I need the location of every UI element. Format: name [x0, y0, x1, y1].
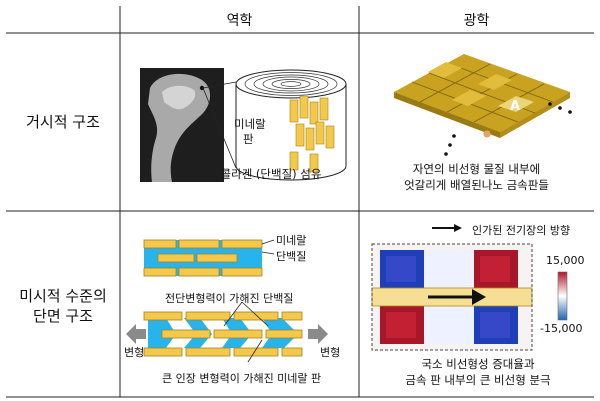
tensile-mineral-label: 큰 인장 변형력이 가해진 미네랄 판	[162, 372, 322, 385]
collagen-fiber-caption: 콜라겐 (단백질) 섬유	[220, 167, 322, 181]
deform-arrow-left	[126, 324, 146, 344]
legend-mineral: 미네랄	[276, 234, 307, 247]
legend-protein: 단백질	[276, 250, 307, 263]
undeformed-structure	[143, 239, 263, 277]
field-enhancement-map	[371, 224, 568, 351]
gold-plates-illustration: A	[394, 54, 570, 138]
column-header-mechanics: 역학	[226, 13, 253, 29]
staggered-structure-diagram	[126, 239, 328, 363]
bone-collagen-illustration	[140, 68, 347, 182]
column-header-optics: 광학	[463, 13, 490, 29]
scale-min-label: -15,000	[540, 322, 583, 335]
scale-max-label: 15,000	[546, 254, 585, 267]
row-label-micro-line1: 미시적 수준의	[19, 287, 107, 305]
gold-plates-caption-line1: 자연의 비선형 물질 내부에	[412, 162, 541, 176]
color-scale-bar	[557, 271, 568, 321]
deformed-structure	[143, 311, 303, 357]
field-map-caption-line1: 국소 비선형성 증대율과	[421, 357, 535, 371]
shear-protein-label: 전단변형력이 가해진 단백질	[165, 292, 294, 305]
field-map-caption-line2: 금속 판 내부의 큰 비선형 분극	[405, 373, 551, 387]
field-map-cells	[380, 250, 518, 344]
deform-label-right: 변형	[320, 346, 341, 359]
deform-arrow-right	[308, 324, 328, 344]
plate-letter-a: A	[510, 99, 520, 114]
deform-label-left: 변형	[124, 346, 145, 359]
field-direction-label: 인가된 전기장의 방향	[472, 224, 571, 237]
collagen-fiber-cylinder	[235, 69, 347, 181]
gold-plates-caption-line2: 엇갈리게 배열된나노 금속판들	[404, 178, 549, 192]
row-label-macro: 거시적 구조	[26, 113, 100, 131]
mineral-plate-label-line1: 미네랄	[234, 117, 266, 131]
femur-bone-shape	[148, 73, 211, 182]
row-label-micro-line2: 단면 구조	[33, 307, 93, 325]
mineral-plate-label-line2: 판	[243, 132, 254, 146]
ellipsis-dots	[444, 102, 572, 156]
